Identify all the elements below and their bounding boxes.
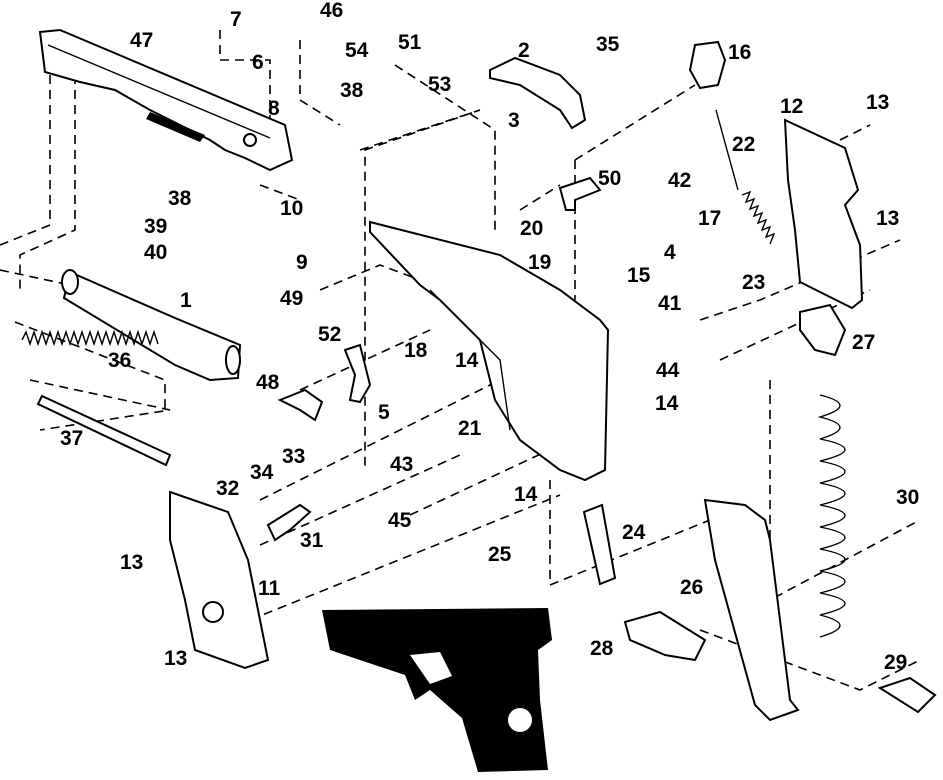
magazine-floorplate-part — [623, 610, 707, 662]
part-label-20: 20 — [520, 217, 544, 240]
part-label-18: 18 — [404, 339, 428, 362]
part-label-12: 12 — [780, 95, 804, 118]
part-label-3: 3 — [508, 109, 520, 132]
part-label-26: 26 — [680, 576, 704, 599]
trigger-bar-part — [489, 56, 587, 130]
part-label-30: 30 — [896, 486, 920, 509]
part-label-46: 46 — [320, 0, 344, 22]
part-label-21: 21 — [458, 417, 482, 440]
part-label-19: 19 — [528, 251, 552, 274]
part-label-8: 8 — [268, 97, 280, 120]
part-label-43: 43 — [390, 453, 414, 476]
part-label-25: 25 — [488, 543, 512, 566]
part-label-41: 41 — [658, 292, 682, 315]
recoil-guide-rod-part — [36, 394, 172, 467]
part-label-31: 31 — [300, 529, 324, 552]
part-label-11: 11 — [258, 577, 281, 600]
part-label-36: 36 — [108, 349, 132, 372]
part-label-23: 23 — [742, 271, 766, 294]
part-label-1: 1 — [180, 289, 192, 312]
part-label-39: 39 — [144, 215, 168, 238]
barrel-part — [61, 269, 242, 382]
part-label-22: 22 — [732, 133, 756, 156]
part-label-34: 34 — [250, 461, 274, 484]
part-label-10: 10 — [280, 197, 304, 220]
part-label-14-b: 14 — [655, 392, 679, 415]
part-label-50: 50 — [598, 167, 622, 190]
part-label-16: 16 — [728, 41, 752, 64]
frame-part — [369, 220, 610, 482]
magazine-catch-spring-guide-part — [582, 503, 617, 586]
part-label-51: 51 — [398, 31, 422, 54]
part-label-13-d: 13 — [164, 647, 188, 670]
hammer-part — [688, 40, 727, 90]
part-label-49: 49 — [280, 287, 304, 310]
part-label-14-c: 14 — [514, 483, 538, 506]
part-label-27: 27 — [852, 331, 876, 354]
magazine-spring-part — [817, 394, 846, 638]
part-label-24: 24 — [622, 521, 646, 544]
part-label-13-c: 13 — [120, 551, 144, 574]
part-label-14-a: 14 — [455, 349, 479, 372]
part-label-2: 2 — [518, 39, 530, 62]
magazine-part — [703, 498, 800, 722]
part-label-6: 6 — [252, 51, 264, 74]
grip-left-part — [169, 490, 270, 670]
part-label-54: 54 — [345, 39, 369, 62]
part-label-42: 42 — [668, 169, 692, 192]
part-label-15: 15 — [627, 264, 651, 287]
part-label-44: 44 — [656, 359, 680, 382]
part-label-7: 7 — [230, 8, 242, 31]
part-label-13-b: 13 — [876, 207, 900, 230]
part-label-35: 35 — [596, 33, 620, 56]
magazine-catch-part — [799, 303, 847, 357]
part-label-52: 52 — [318, 323, 342, 346]
part-label-48: 48 — [256, 371, 280, 394]
magazine-insert-part — [877, 676, 937, 714]
part-label-38-a: 38 — [340, 79, 364, 102]
recoil-spring-part — [21, 329, 159, 347]
part-label-17: 17 — [698, 207, 722, 230]
slide-part — [38, 28, 294, 172]
part-label-53: 53 — [428, 73, 452, 96]
part-label-47: 47 — [130, 29, 154, 52]
part-label-33: 33 — [282, 445, 306, 468]
part-label-32: 32 — [216, 477, 240, 500]
part-label-40: 40 — [144, 241, 168, 264]
part-label-37: 37 — [60, 427, 84, 450]
hammer-spring-part — [741, 190, 776, 245]
part-label-9: 9 — [296, 251, 308, 274]
part-label-5: 5 — [378, 401, 390, 424]
part-label-28: 28 — [590, 637, 614, 660]
part-label-13-a: 13 — [866, 91, 890, 114]
grip-right-part — [783, 118, 864, 310]
part-label-29: 29 — [884, 651, 908, 674]
assembled-pistol-image — [322, 608, 552, 772]
part-label-38-b: 38 — [168, 187, 192, 210]
part-label-4: 4 — [664, 241, 676, 264]
part-label-45: 45 — [388, 509, 412, 532]
